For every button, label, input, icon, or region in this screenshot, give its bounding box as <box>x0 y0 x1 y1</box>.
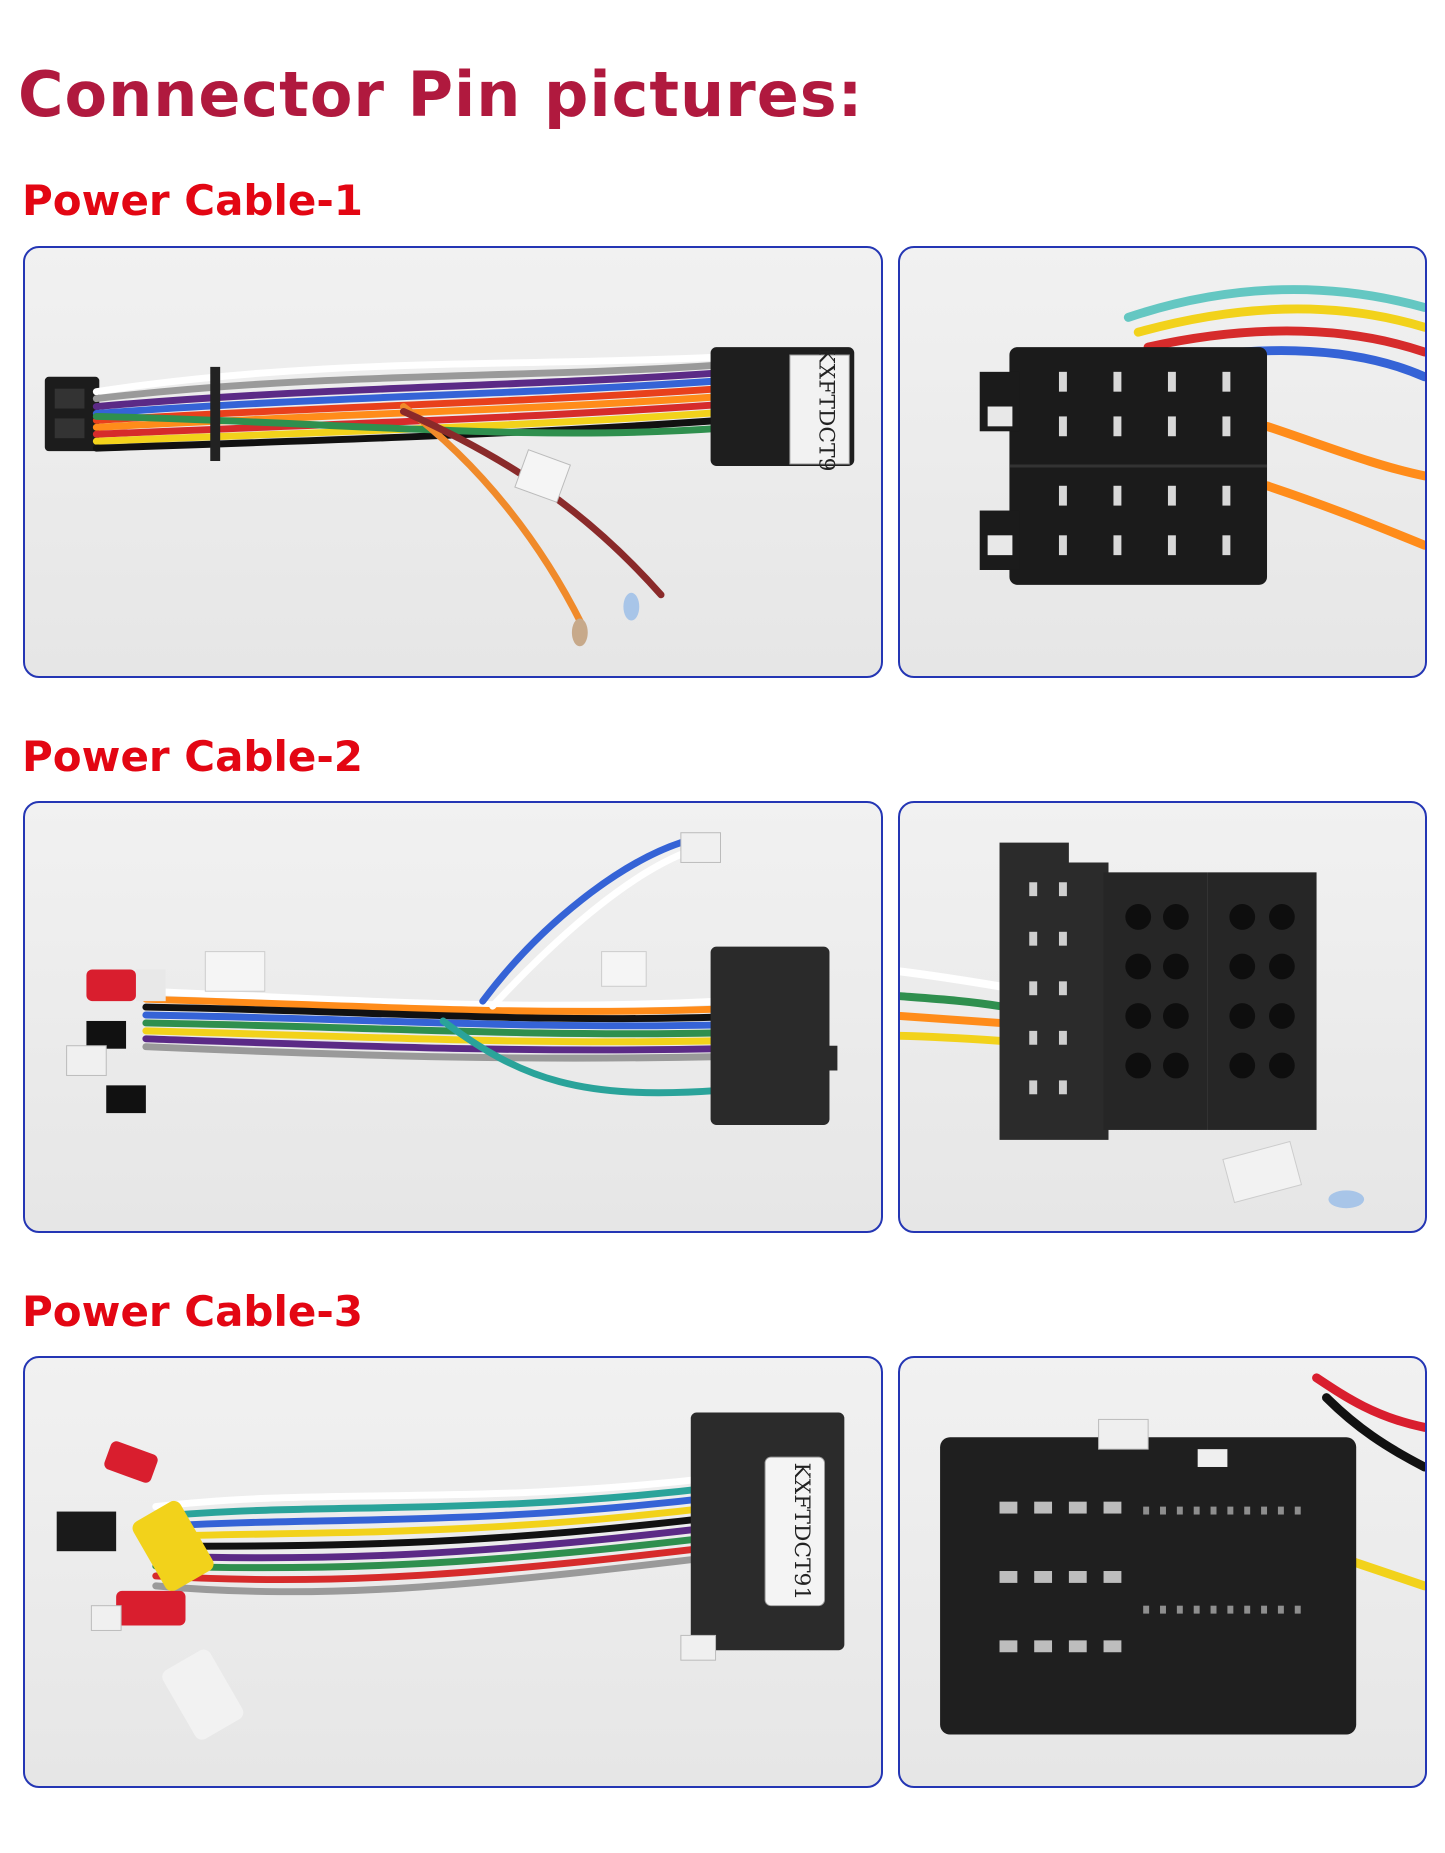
power-cable-3-connector-closeup <box>898 1356 1427 1788</box>
iso-connector-illustration <box>900 842 1365 1209</box>
connector-label: KXFTDCT91 <box>789 1462 814 1600</box>
iso-connector-illustration <box>979 285 1425 585</box>
connector-label: KXFTDCT9 <box>814 348 839 472</box>
section-title-power-cable-1: Power Cable-1 <box>22 176 364 225</box>
power-cable-3-harness-photo: KXFTDCT91 <box>23 1356 883 1788</box>
power-cable-2-harness-photo <box>23 801 883 1233</box>
harness-illustration: KXFTDCT9 <box>44 347 855 647</box>
power-cable-1-connector-closeup <box>898 246 1427 678</box>
page-title: Connector Pin pictures: <box>18 58 864 131</box>
power-cable-2-connector-closeup <box>898 801 1427 1233</box>
harness-illustration: KXFTDCT91 <box>56 1412 845 1740</box>
section-title-power-cable-2: Power Cable-2 <box>22 732 364 781</box>
power-cable-1-harness-photo: KXFTDCT9 <box>23 246 883 678</box>
section-title-power-cable-3: Power Cable-3 <box>22 1287 364 1336</box>
harness-illustration <box>66 832 838 1125</box>
oem-connector-illustration <box>940 1373 1425 1735</box>
